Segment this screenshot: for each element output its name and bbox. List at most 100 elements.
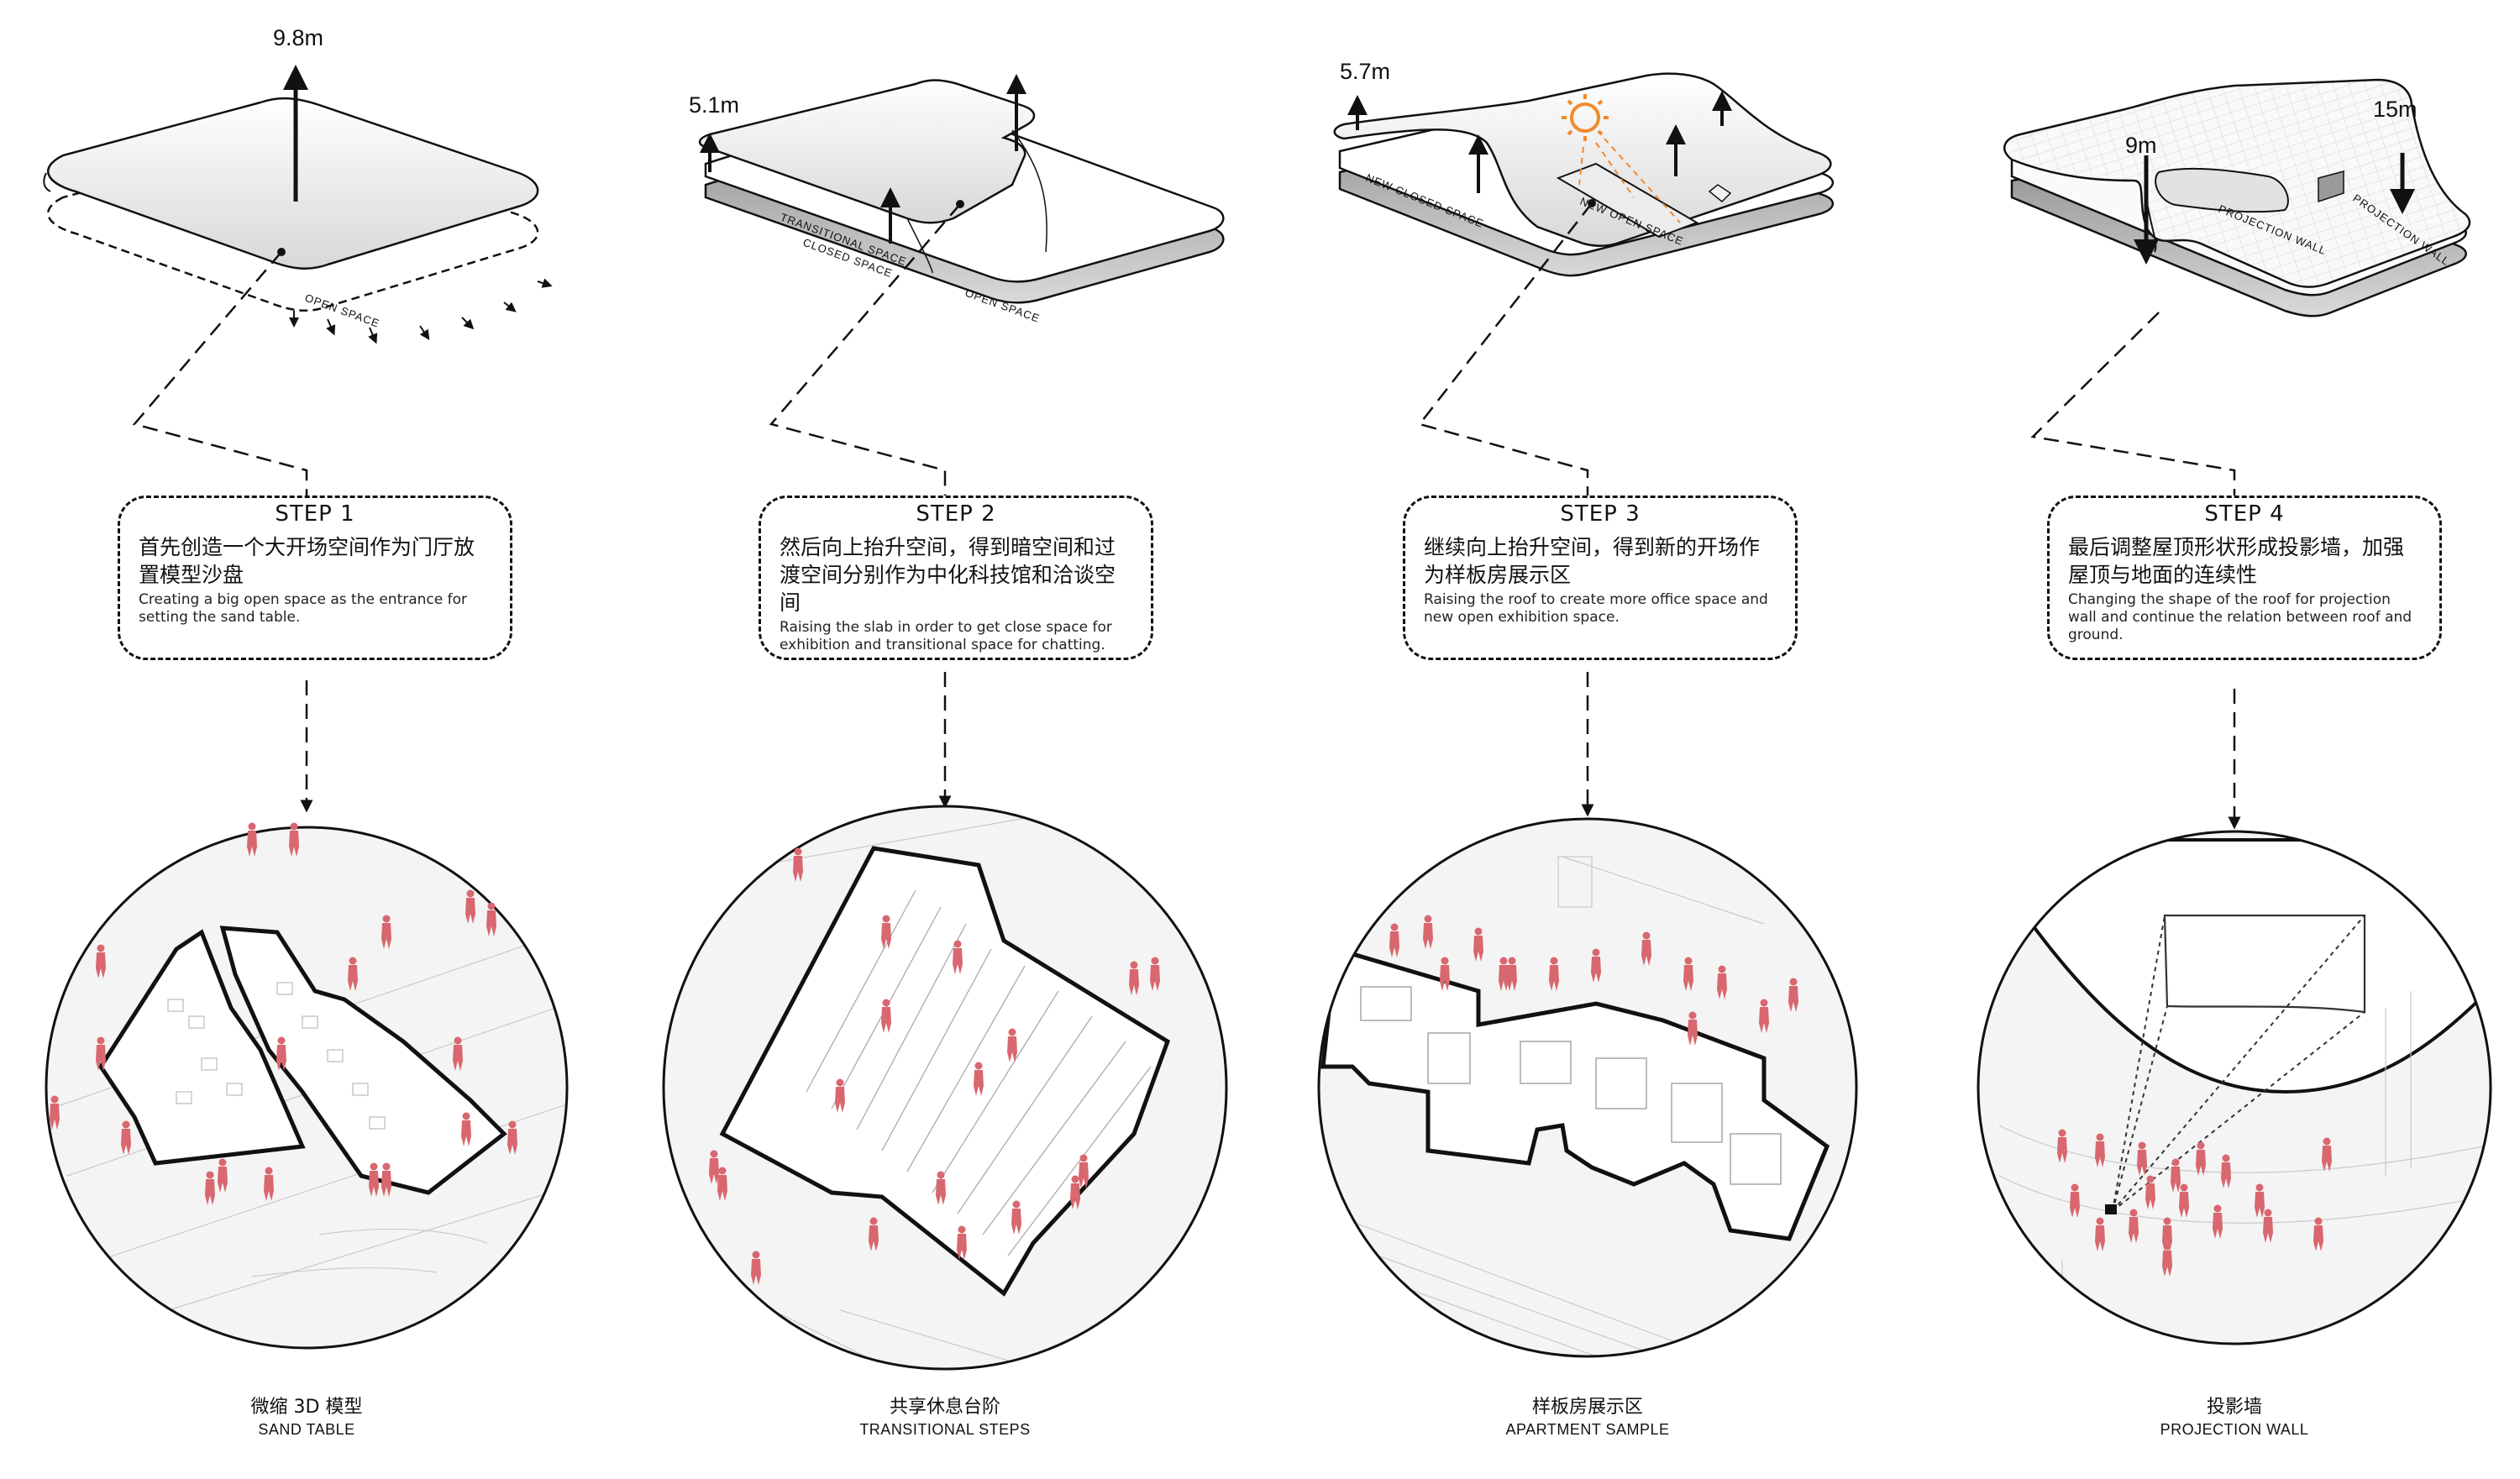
person-figure-icon — [2171, 1158, 2181, 1193]
person-figure-icon — [96, 1036, 106, 1071]
person-figure-icon — [2129, 1209, 2139, 1243]
step2-isometric-model — [698, 74, 1225, 496]
caption-cn: 微缩 3D 模型 — [250, 1397, 363, 1418]
person-figure-icon — [2057, 1129, 2067, 1163]
person-figure-icon — [1591, 948, 1601, 983]
person-figure-icon — [2145, 1175, 2155, 1209]
step-description-cn: 然后向上抬升空间，得到暗空间和过渡空间分别作为中化科技馆和洽谈空间 — [780, 535, 1116, 615]
step-description-cn: 继续向上抬升空间，得到新的开场作为样板房展示区 — [1424, 535, 1761, 587]
person-figure-icon — [264, 1167, 274, 1201]
step-description-cn: 最后调整屋顶形状形成投影墙，加强屋顶与地面的连续性 — [2068, 535, 2405, 587]
step-description-en: Changing the shape of the roof for proje… — [2068, 591, 2412, 643]
transitional-steps-detail-view — [662, 805, 1228, 1371]
person-figure-icon — [465, 889, 475, 924]
person-figure-icon — [453, 1036, 463, 1071]
step-description-cn: 首先创造一个大开场空间作为门厅放置模型沙盘 — [139, 535, 475, 587]
step-title: STEP 1 — [275, 501, 355, 527]
person-figure-icon — [50, 1095, 60, 1130]
person-figure-icon — [1150, 957, 1160, 991]
person-figure-icon — [1688, 1011, 1698, 1046]
height-label: 5.7m — [1340, 59, 1391, 84]
person-figure-icon — [96, 944, 106, 978]
person-figure-icon — [486, 902, 496, 936]
person-figure-icon — [348, 957, 358, 991]
person-figure-icon — [953, 940, 963, 974]
person-figure-icon — [793, 847, 803, 882]
caption-en: SAND TABLE — [258, 1421, 355, 1438]
person-figure-icon — [957, 1225, 967, 1260]
step-2-box: STEP 2 然后向上抬升空间，得到暗空间和过渡空间分别作为中化科技馆和洽谈空间… — [759, 496, 1153, 660]
caption-projection-wall: 投影墙 PROJECTION WALL — [2058, 1396, 2411, 1440]
height-label: 9m — [2125, 133, 2157, 158]
person-figure-icon — [1007, 1028, 1017, 1062]
person-figure-icon — [1129, 961, 1139, 995]
sand-table-detail-view — [45, 826, 569, 1350]
person-figure-icon — [2213, 1204, 2223, 1239]
caption-cn: 样板房展示区 — [1531, 1397, 1643, 1418]
person-figure-icon — [974, 1062, 984, 1096]
step-3-box: STEP 3 继续向上抬升空间，得到新的开场作为样板房展示区 Raising t… — [1403, 496, 1798, 660]
person-figure-icon — [1499, 957, 1509, 991]
caption-sand-table: 微缩 3D 模型 SAND TABLE — [130, 1396, 483, 1440]
projection-wall-detail-view — [1977, 830, 2492, 1345]
person-figure-icon — [869, 1217, 879, 1251]
person-figure-icon — [2196, 1141, 2206, 1176]
people-figures — [50, 822, 2332, 1285]
person-figure-icon — [709, 1150, 719, 1184]
person-figure-icon — [1440, 957, 1450, 991]
caption-en: APARTMENT SAMPLE — [1505, 1421, 1670, 1438]
step4-isometric-model — [2003, 78, 2471, 496]
height-label: 9.8m — [273, 25, 324, 50]
sun-icon — [1562, 94, 1681, 223]
person-figure-icon — [289, 822, 299, 857]
person-figure-icon — [2313, 1217, 2323, 1251]
person-figure-icon — [1389, 923, 1399, 957]
step-4-box: STEP 4 最后调整屋顶形状形成投影墙，加强屋顶与地面的连续性 Changin… — [2047, 496, 2442, 660]
person-figure-icon — [751, 1251, 761, 1285]
step-title: STEP 3 — [1560, 501, 1641, 527]
person-figure-icon — [218, 1158, 228, 1193]
caption-apartment-sample: 样板房展示区 APARTMENT SAMPLE — [1411, 1396, 1764, 1440]
person-figure-icon — [936, 1171, 946, 1205]
step-1-box: STEP 1 首先创造一个大开场空间作为门厅放置模型沙盘 Creating a … — [118, 496, 512, 660]
person-figure-icon — [2095, 1217, 2105, 1251]
step-description-en: Raising the roof to create more office s… — [1424, 591, 1768, 626]
person-figure-icon — [276, 1036, 286, 1071]
person-figure-icon — [1507, 957, 1517, 991]
person-figure-icon — [2162, 1242, 2172, 1277]
apartment-sample-detail-view — [1317, 817, 1858, 1358]
height-label: 15m — [2373, 97, 2418, 122]
step-to-circle-connectors — [300, 672, 2241, 830]
person-figure-icon — [1788, 978, 1798, 1012]
caption-en: TRANSITIONAL STEPS — [859, 1421, 1031, 1438]
person-figure-icon — [507, 1120, 517, 1155]
person-figure-icon — [2221, 1154, 2231, 1188]
person-figure-icon — [2263, 1209, 2273, 1243]
person-figure-icon — [2322, 1137, 2332, 1172]
person-figure-icon — [205, 1171, 215, 1205]
person-figure-icon — [1683, 957, 1693, 991]
caption-en: PROJECTION WALL — [2160, 1421, 2309, 1438]
person-figure-icon — [2179, 1183, 2189, 1218]
person-figure-icon — [2095, 1133, 2105, 1167]
person-figure-icon — [1549, 957, 1559, 991]
person-figure-icon — [881, 999, 891, 1033]
caption-transitional-steps: 共享休息台阶 TRANSITIONAL STEPS — [769, 1396, 1121, 1440]
person-figure-icon — [121, 1120, 131, 1155]
projector-icon — [2105, 1204, 2117, 1214]
person-figure-icon — [369, 1162, 379, 1197]
caption-cn: 共享休息台阶 — [889, 1397, 1000, 1418]
person-figure-icon — [2255, 1183, 2265, 1218]
person-figure-icon — [1473, 927, 1483, 962]
step1-isometric-model — [43, 65, 553, 496]
person-figure-icon — [1011, 1200, 1021, 1235]
person-figure-icon — [717, 1167, 727, 1201]
step3-isometric-model — [1333, 72, 1834, 496]
person-figure-icon — [461, 1112, 471, 1146]
person-figure-icon — [2137, 1141, 2147, 1176]
person-figure-icon — [1070, 1175, 1080, 1209]
person-figure-icon — [1079, 1154, 1089, 1188]
person-figure-icon — [381, 1162, 391, 1197]
person-figure-icon — [1759, 999, 1769, 1033]
